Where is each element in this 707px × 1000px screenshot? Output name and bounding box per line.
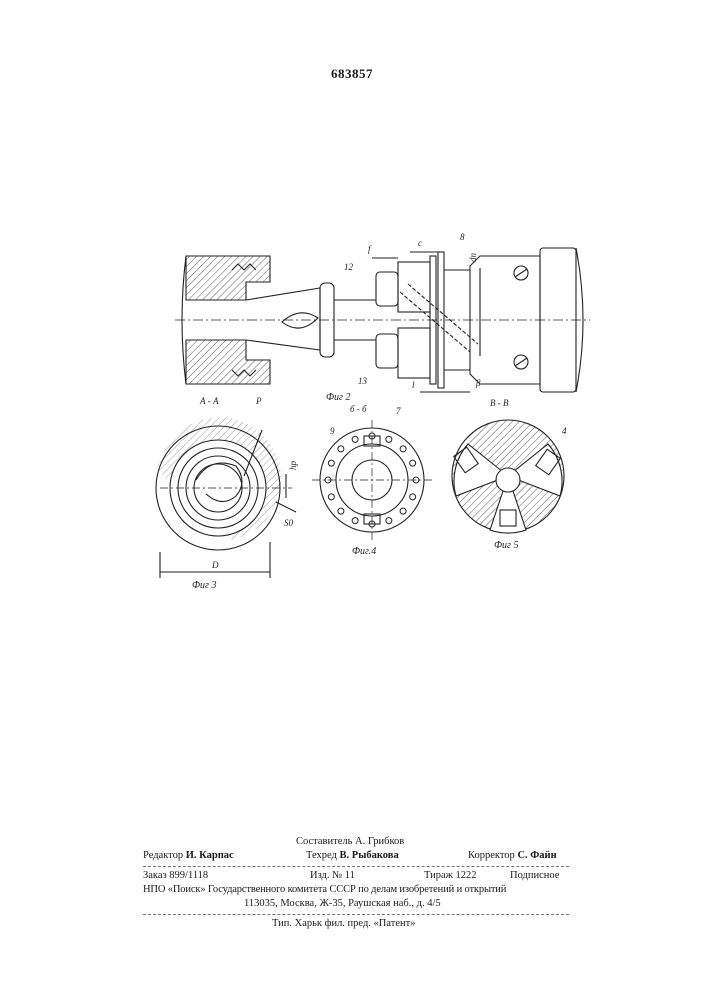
techred-label: Техред (306, 850, 337, 861)
bolt-hole (400, 508, 406, 514)
fig2-caption: Фиг 2 (326, 392, 350, 403)
corrector-label: Корректор (468, 850, 515, 861)
bolt-hole (400, 446, 406, 452)
figure-5 (452, 420, 564, 533)
fig4-section-label: б - б (350, 404, 367, 414)
editor-line: Редактор И. Карпас (143, 850, 234, 861)
printer-line: Тип. Харьк фил. пред. «Патент» (272, 918, 415, 929)
print-run: Тираж 1222 (424, 870, 477, 881)
bolt-hole (338, 446, 344, 452)
fig3-section-label: А - А (199, 396, 219, 406)
fig5-section-label: В - В (490, 398, 509, 408)
bolt-hole (410, 494, 416, 500)
fig2-label-beta: β (475, 378, 481, 388)
bolt-hole (386, 518, 392, 524)
fig3-label-hp: hp (288, 461, 298, 471)
address-line: 113035, Москва, Ж-35, Раушская наб., д. … (244, 898, 441, 909)
fig2-label-dn: dn (468, 253, 478, 263)
fig2-label-f: f (368, 244, 372, 254)
fig2-label-12: 12 (344, 262, 354, 272)
fig3-label-P: P (255, 396, 262, 406)
fig2-label-c: c (418, 238, 422, 248)
figure-4 (312, 420, 432, 540)
footer-divider-2 (143, 914, 569, 915)
fig4-caption: Фиг.4 (352, 546, 376, 557)
fig2-label-l: l (412, 380, 415, 390)
editor-label: Редактор (143, 850, 183, 861)
techred-line: Техред В. Рыбакова (306, 850, 399, 861)
subscription: Подписное (510, 870, 559, 881)
bolt-hole (386, 436, 392, 442)
order-number: Заказ 899/1118 (143, 870, 208, 881)
techred-name: В. Рыбакова (340, 850, 399, 861)
footer-divider-1 (143, 866, 569, 867)
bolt-hole (338, 508, 344, 514)
bolt-hole (352, 436, 358, 442)
fig3-label-S0: S0 (284, 518, 294, 528)
bolt-hole (410, 460, 416, 466)
issue-number: Изд. № 11 (310, 870, 355, 881)
organization-line: НПО «Поиск» Государственного комитета СС… (143, 884, 506, 895)
compiler-line: Составитель А. Грибков (296, 836, 404, 847)
fig5-label-4: 4 (562, 426, 567, 436)
fig2-label-8: 8 (460, 232, 465, 242)
bolt-hole (328, 460, 334, 466)
fig3-caption: Фиг 3 (192, 580, 216, 591)
fig3-label-D: D (211, 560, 219, 570)
fig5-caption: Фиг 5 (494, 540, 518, 551)
corrector-line: Корректор С. Файн (468, 850, 557, 861)
figure-3 (156, 417, 296, 578)
editor-name: И. Карпас (186, 850, 234, 861)
bolt-hole (352, 518, 358, 524)
figure-2 (175, 248, 590, 392)
fig4-label-9: 9 (330, 426, 335, 436)
fig2-label-13: 13 (358, 376, 368, 386)
bolt-hole (328, 494, 334, 500)
fig4-label-7: 7 (396, 406, 401, 416)
corrector-name: С. Файн (517, 850, 556, 861)
